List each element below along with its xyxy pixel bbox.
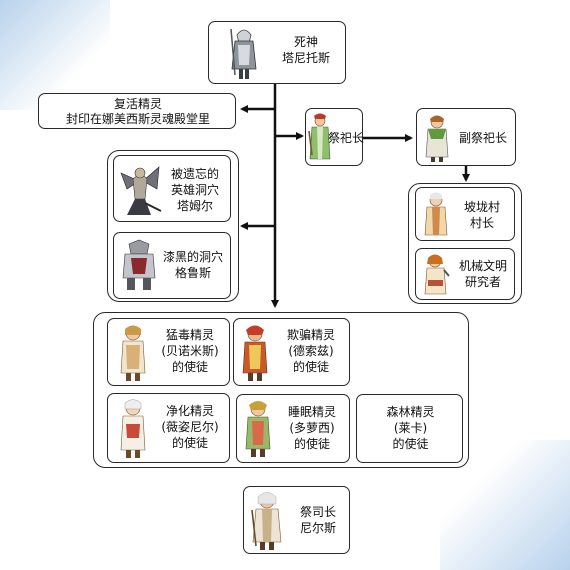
deceit-line3: 的使徒 [292, 360, 329, 374]
revive-spirit-title: 复活精灵 [113, 97, 162, 111]
vice-priest-sprite-icon [425, 115, 449, 162]
node-researcher[interactable]: 机械文明 研究者 [415, 248, 515, 300]
deceit-line2: (德索兹) [288, 344, 334, 358]
sleep-apostle-sprite-icon [245, 401, 271, 457]
village-chief-line2: 村长 [469, 216, 494, 230]
vice-priest-label: 副祭祀长 [458, 131, 507, 145]
background-gradient-top-left [0, 0, 110, 110]
sleep-line2: (多萝西) [289, 421, 335, 435]
dark-cave-line1: 漆黑的洞穴 [162, 250, 223, 264]
shinigami-name: 塔尼托斯 [281, 51, 330, 65]
forest-line2: (莱卡) [393, 421, 428, 435]
dark-cave-line2: 格鲁斯 [174, 266, 211, 280]
node-village-chief[interactable]: 坡垅村 村长 [415, 187, 515, 241]
purify-line2: (薇姿尼尔) [161, 420, 219, 434]
node-dark-cave[interactable]: 漆黑的洞穴 格鲁斯 [113, 232, 231, 299]
reaper-sprite-icon [230, 28, 257, 79]
node-apostle-venomous[interactable]: 猛毒精灵 (贝诺米斯) 的使徒 [107, 318, 230, 386]
forgotten-line1: 被遗忘的 [170, 167, 219, 181]
researcher-line1: 机械文明 [458, 259, 507, 273]
priest-sprite-icon [308, 113, 331, 160]
deceit-apostle-sprite-icon [242, 325, 268, 381]
node-elder-priest[interactable]: 祭司长 尼尔斯 [243, 486, 350, 554]
forest-line1: 森林精灵 [386, 405, 435, 419]
shinigami-title: 死神 [293, 35, 318, 49]
venom-apostle-sprite-icon [120, 325, 146, 381]
forgotten-line2: 英雄洞穴 [170, 183, 219, 197]
armored-beast-sprite-icon [122, 239, 156, 290]
node-apostle-sleep[interactable]: 睡眠精灵 (多萝西) 的使徒 [236, 394, 350, 463]
node-vice-priest[interactable]: 副祭祀长 [416, 108, 516, 166]
elder-priest-sprite-icon [251, 492, 282, 550]
venomous-line3: 的使徒 [171, 360, 208, 374]
village-chief-line1: 坡垅村 [463, 200, 500, 214]
sleep-line1: 睡眠精灵 [287, 405, 336, 419]
village-chief-sprite-icon [424, 192, 448, 236]
sleep-line3: 的使徒 [293, 437, 330, 451]
node-apostle-deceit[interactable]: 欺骗精灵 (德索兹) 的使徒 [233, 318, 350, 386]
node-priest[interactable]: 祭祀长 [305, 108, 365, 166]
venomous-line1: 猛毒精灵 [165, 328, 214, 342]
venomous-line2: (贝诺米斯) [161, 344, 219, 358]
node-shinigami[interactable]: 死神 塔尼托斯 [208, 21, 346, 84]
node-apostle-forest[interactable]: 森林精灵 (莱卡) 的使徒 [356, 394, 463, 463]
deceit-line1: 欺骗精灵 [286, 328, 335, 342]
node-forgotten-hero-cave[interactable]: 被遗忘的 英雄洞穴 塔姆尔 [113, 155, 231, 222]
purify-line3: 的使徒 [171, 436, 208, 450]
elder-priest-line2: 尼尔斯 [299, 521, 336, 535]
priest-label: 祭祀长 [328, 131, 365, 145]
node-revive-spirit[interactable]: 复活精灵 封印在娜美西斯灵魂殿堂里 [38, 93, 236, 129]
purify-apostle-sprite-icon [120, 399, 146, 458]
researcher-sprite-icon [424, 254, 450, 295]
elder-priest-line1: 祭司长 [299, 505, 336, 519]
dragon-sprite-icon [120, 166, 162, 215]
node-apostle-purify[interactable]: 净化精灵 (薇姿尼尔) 的使徒 [107, 393, 230, 463]
forest-line3: 的使徒 [392, 437, 429, 451]
purify-line1: 净化精灵 [165, 404, 214, 418]
forgotten-line3: 塔姆尔 [176, 199, 213, 213]
revive-spirit-desc: 封印在娜美西斯灵魂殿堂里 [65, 112, 210, 126]
researcher-line2: 研究者 [464, 275, 501, 289]
